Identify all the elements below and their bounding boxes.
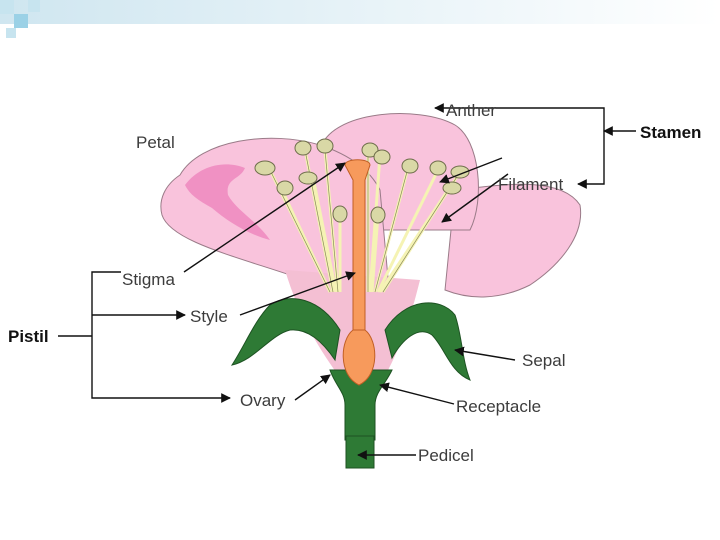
receptacle	[329, 369, 393, 441]
sepal-left	[230, 298, 341, 366]
label-filament: Filament	[498, 175, 563, 194]
label-style: Style	[190, 307, 228, 326]
label-petal: Petal	[136, 133, 175, 152]
label-stigma: Stigma	[122, 270, 175, 289]
label-ovary: Ovary	[240, 391, 286, 410]
slide-corner-decoration	[0, 0, 720, 38]
label-sepal: Sepal	[522, 351, 565, 370]
label-anther: Anther	[446, 101, 496, 120]
pistil-ovary	[342, 329, 376, 386]
petal-right	[444, 183, 582, 298]
anthers	[254, 138, 470, 224]
leader-lines	[58, 103, 636, 460]
label-receptacle: Receptacle	[456, 397, 541, 416]
label-pedicel: Pedicel	[418, 446, 474, 465]
pedicel	[345, 435, 375, 469]
sepal-right	[384, 302, 471, 381]
petal-marking	[185, 164, 270, 240]
label-pistil: Pistil	[8, 327, 49, 346]
label-stamen: Stamen	[640, 123, 701, 142]
